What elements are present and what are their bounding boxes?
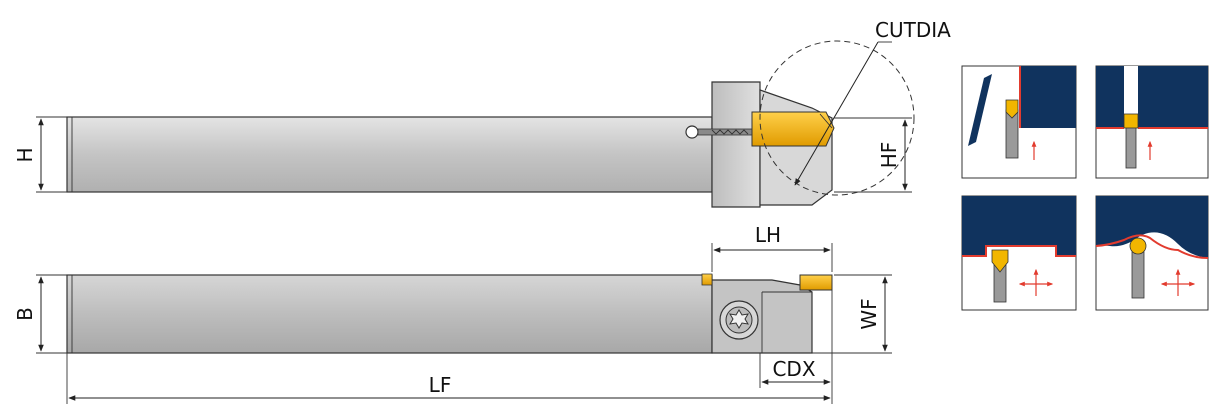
top-shank <box>66 116 713 193</box>
lh-label: LH <box>755 223 781 247</box>
cdx-label: CDX <box>772 357 815 381</box>
top-head-clamp <box>759 89 833 206</box>
hf-label: HF <box>877 142 901 169</box>
b-label: B <box>13 307 37 321</box>
clamp-hole <box>685 125 699 139</box>
application-panel-profiling <box>1095 195 1209 311</box>
cutdia-leader <box>794 41 879 186</box>
side-shank <box>66 274 713 354</box>
application-panel-groove-turn <box>961 195 1077 311</box>
cutdia-circle <box>759 40 915 196</box>
side-view: B LH WF CDX LF <box>13 223 892 404</box>
torx-screw-icon <box>719 300 759 340</box>
top-view: CUTDIA H HF <box>13 18 951 208</box>
wf-label: WF <box>857 298 881 329</box>
lf-label: LF <box>429 373 452 397</box>
top-head-block <box>711 81 761 208</box>
cutdia-label: CUTDIA <box>875 18 951 42</box>
h-label: H <box>13 147 37 162</box>
side-insert-left <box>701 273 713 286</box>
top-insert <box>751 111 835 147</box>
application-panel-grooving <box>1095 65 1209 179</box>
side-insert <box>799 274 833 291</box>
application-panel-parting <box>961 65 1077 179</box>
